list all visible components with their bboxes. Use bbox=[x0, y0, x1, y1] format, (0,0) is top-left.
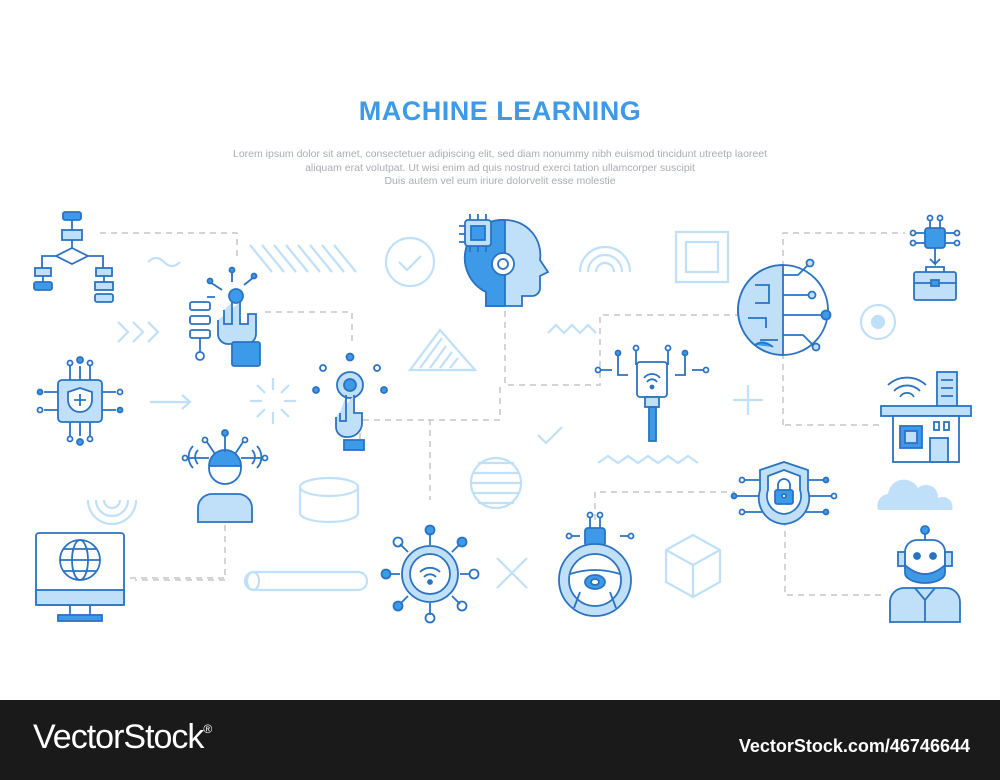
subtitle: Lorem ipsum dolor sit amet, consectetuer… bbox=[150, 148, 850, 189]
cloud-icon bbox=[877, 479, 953, 510]
vectorstock-logo: VectorStock® bbox=[33, 718, 212, 757]
smart-home-icon bbox=[880, 371, 972, 463]
ai-head-chip-icon bbox=[459, 214, 550, 307]
shield-chip-icon bbox=[36, 356, 124, 446]
steering-wheel-chip-icon bbox=[558, 511, 635, 617]
chip-wire-icon bbox=[594, 344, 710, 442]
global-network-brain-icon bbox=[737, 258, 832, 356]
illustration bbox=[33, 211, 972, 624]
subtitle-line: aliquam erat volutpat. Ut wisi enim ad q… bbox=[305, 161, 695, 174]
subtitle-line: Duis autem vel eum iriure dolorvelit ess… bbox=[384, 175, 616, 187]
user-brain-signal-icon bbox=[181, 429, 269, 523]
decorative-shapes bbox=[86, 230, 897, 599]
touch-interface-icon bbox=[312, 352, 388, 451]
computer-globe-icon bbox=[35, 532, 125, 622]
page-title: MACHINE LEARNING bbox=[358, 96, 642, 126]
flowchart-icon bbox=[33, 211, 114, 303]
dashed-connectors bbox=[100, 232, 905, 596]
wifi-network-icon bbox=[380, 524, 480, 624]
robot-avatar-icon bbox=[889, 525, 961, 623]
shield-lock-icon bbox=[730, 461, 838, 525]
robot-hand-touch-icon bbox=[189, 266, 261, 367]
stock-id: VectorStock.com/46746644 bbox=[738, 736, 970, 756]
footer-bar: VectorStock® VectorStock.com/46746644 bbox=[0, 700, 1000, 780]
chip-briefcase-icon bbox=[909, 214, 961, 301]
subtitle-line: Lorem ipsum dolor sit amet, consectetuer… bbox=[232, 148, 768, 160]
brand-name: VectorStock bbox=[33, 718, 204, 756]
registered-mark: ® bbox=[203, 722, 213, 736]
